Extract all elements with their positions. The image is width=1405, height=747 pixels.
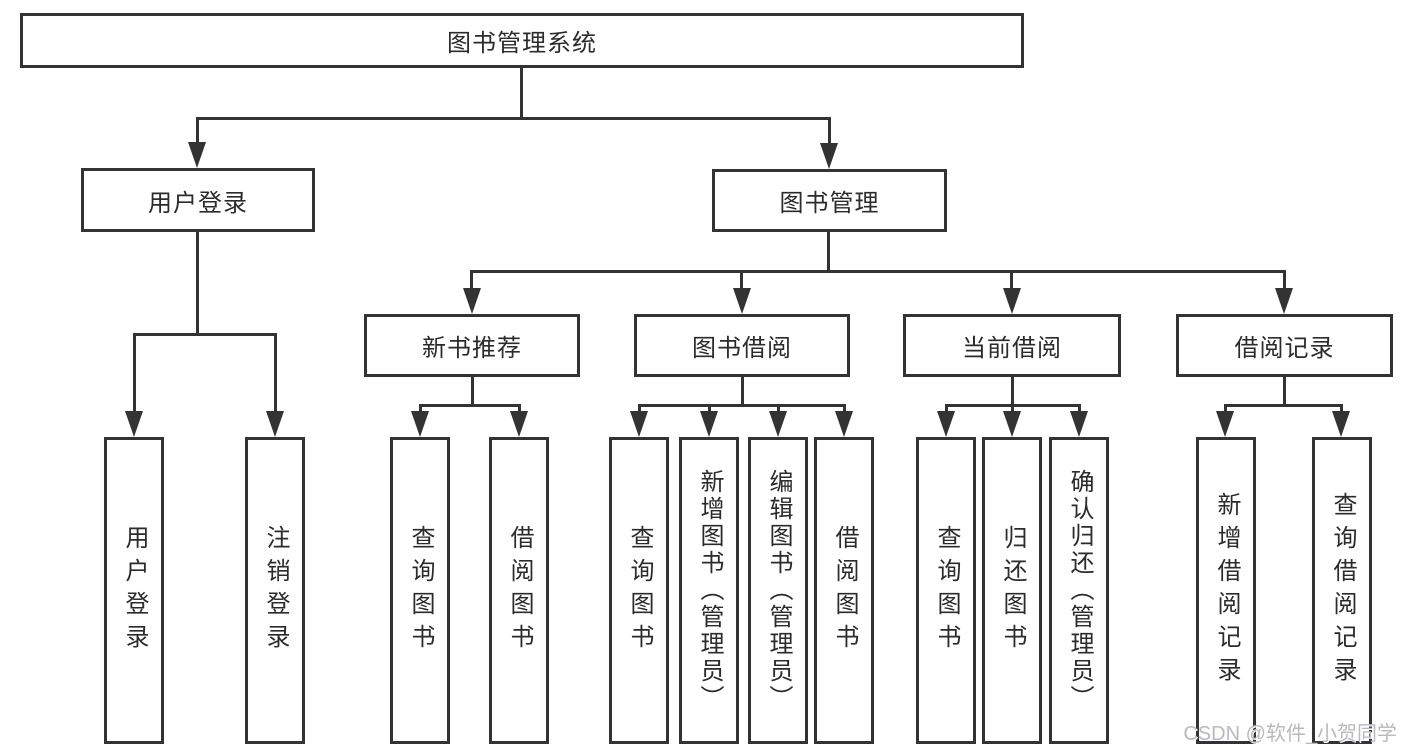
leaf-edit-books-admin: 编辑图书（管理员） bbox=[748, 437, 808, 744]
arrowhead-current-borrowing bbox=[1003, 288, 1021, 314]
arrowhead-cb-confirm bbox=[1070, 411, 1088, 437]
leaf-return-books: 归还图书 bbox=[982, 437, 1042, 744]
connector-newbooks-rail bbox=[419, 404, 521, 407]
leaf-query-books-borrowing: 查询图书 bbox=[609, 437, 669, 744]
leaf-logout-login: 注销登录 bbox=[245, 437, 305, 744]
node-new-book-recommend: 新书推荐 bbox=[364, 314, 580, 377]
leaf-add-books-admin: 新增图书（管理员） bbox=[679, 437, 739, 744]
connector-stub-cb-return bbox=[1011, 404, 1014, 416]
node-label: 查询图书 bbox=[407, 524, 434, 657]
leaf-query-borrow-record: 查询借阅记录 bbox=[1312, 437, 1372, 744]
node-label: 借阅记录 bbox=[1234, 335, 1335, 362]
connector-stub-user-login bbox=[196, 117, 199, 145]
connector-stub-cb-query bbox=[945, 404, 948, 416]
arrowhead-bb-query bbox=[630, 411, 648, 437]
leaf-query-books-current: 查询图书 bbox=[916, 437, 976, 744]
arrowhead-new-books bbox=[463, 288, 481, 314]
connector-stub-cb-confirm bbox=[1078, 404, 1081, 416]
node-user-login: 用户登录 bbox=[81, 168, 315, 232]
node-book-borrowing: 图书借阅 bbox=[634, 314, 850, 377]
node-borrowing-records: 借阅记录 bbox=[1176, 314, 1393, 377]
connector-stub-book-mgmt bbox=[828, 117, 831, 145]
node-label: 图书管理系统 bbox=[447, 30, 597, 57]
connector-stub-br-add bbox=[1224, 404, 1227, 416]
connector-stub-br-query bbox=[1340, 404, 1343, 416]
node-label: 确认归还（管理员） bbox=[1066, 469, 1093, 712]
arrowhead-cb-query bbox=[937, 411, 955, 437]
node-label: 图书管理 bbox=[779, 190, 880, 217]
node-label: 新增图书（管理员） bbox=[696, 469, 723, 712]
connector-stub-bb-borrow bbox=[843, 404, 846, 416]
node-label: 借阅图书 bbox=[506, 524, 533, 657]
connector-records-drop bbox=[1283, 376, 1286, 406]
arrowhead-br-add bbox=[1216, 411, 1234, 437]
connector-newbooks-drop bbox=[471, 376, 474, 406]
connector-stub-book-borrowing bbox=[740, 270, 743, 290]
leaf-confirm-return-admin: 确认归还（管理员） bbox=[1049, 437, 1109, 744]
node-label: 用户登录 bbox=[148, 189, 248, 217]
csdn-watermark: CSDN @软件_小贺同学 bbox=[1183, 723, 1397, 745]
connector-bookmgmt-drop bbox=[827, 231, 830, 273]
arrowhead-bb-edit bbox=[769, 411, 787, 437]
leaf-add-borrow-record: 新增借阅记录 bbox=[1196, 437, 1256, 744]
connector-borrowing-drop bbox=[741, 376, 744, 406]
arrowhead-book-borrowing bbox=[733, 288, 751, 314]
node-label: 查询图书 bbox=[626, 524, 653, 657]
node-label: 用户登录 bbox=[121, 524, 148, 657]
connector-stub-nb-borrow bbox=[518, 404, 521, 416]
connector-bookmgmt-rail bbox=[470, 270, 1286, 273]
node-current-borrowing: 当前借阅 bbox=[903, 314, 1121, 377]
node-label: 借阅图书 bbox=[831, 524, 858, 657]
node-root-library-system: 图书管理系统 bbox=[20, 13, 1024, 68]
connector-stub-new-books bbox=[470, 270, 473, 290]
arrowhead-br-query bbox=[1332, 411, 1350, 437]
arrowhead-nb-borrow bbox=[510, 411, 528, 437]
node-label: 新增借阅记录 bbox=[1213, 491, 1240, 690]
node-label: 图书借阅 bbox=[692, 335, 792, 362]
arrowhead-leaf-user-login bbox=[125, 411, 143, 437]
node-label: 新书推荐 bbox=[422, 335, 522, 362]
connector-stub-leaf-logout bbox=[274, 333, 277, 413]
connector-borrowing-rail bbox=[638, 404, 846, 407]
node-book-management: 图书管理 bbox=[712, 169, 947, 232]
arrowhead-bb-add bbox=[700, 411, 718, 437]
node-label: 归还图书 bbox=[999, 524, 1026, 657]
connector-stub-bb-query bbox=[638, 404, 641, 416]
connector-stub-bb-edit bbox=[777, 404, 780, 416]
arrowhead-borrow-records bbox=[1275, 288, 1293, 314]
connector-stub-current-borrowing bbox=[1010, 270, 1013, 290]
connector-stub-nb-query bbox=[419, 404, 422, 416]
node-label: 查询图书 bbox=[933, 524, 960, 657]
leaf-user-login: 用户登录 bbox=[104, 437, 164, 744]
connector-current-drop bbox=[1011, 376, 1014, 406]
leaf-query-books-recommend: 查询图书 bbox=[390, 437, 450, 744]
connector-stub-leaf-user-login bbox=[133, 333, 136, 413]
connector-userlogin-rail bbox=[133, 333, 277, 336]
arrowhead-user-login bbox=[188, 142, 206, 168]
leaf-borrow-books-recommend: 借阅图书 bbox=[489, 437, 549, 744]
node-label: 注销登录 bbox=[262, 524, 289, 657]
connector-userlogin-drop bbox=[196, 231, 199, 335]
connector-root-drop bbox=[520, 67, 523, 120]
connector-records-rail bbox=[1224, 404, 1342, 407]
arrowhead-leaf-logout bbox=[266, 411, 284, 437]
node-label: 编辑图书（管理员） bbox=[765, 469, 792, 712]
arrowhead-cb-return bbox=[1003, 411, 1021, 437]
connector-stub-bb-add bbox=[708, 404, 711, 416]
node-label: 当前借阅 bbox=[962, 335, 1062, 362]
leaf-borrow-books: 借阅图书 bbox=[814, 437, 874, 744]
connector-stub-borrow-records bbox=[1283, 270, 1286, 290]
connector-root-rail bbox=[196, 117, 831, 120]
arrowhead-nb-query bbox=[411, 411, 429, 437]
arrowhead-book-mgmt bbox=[820, 143, 838, 169]
arrowhead-bb-borrow bbox=[835, 411, 853, 437]
node-label: 查询借阅记录 bbox=[1329, 491, 1356, 690]
